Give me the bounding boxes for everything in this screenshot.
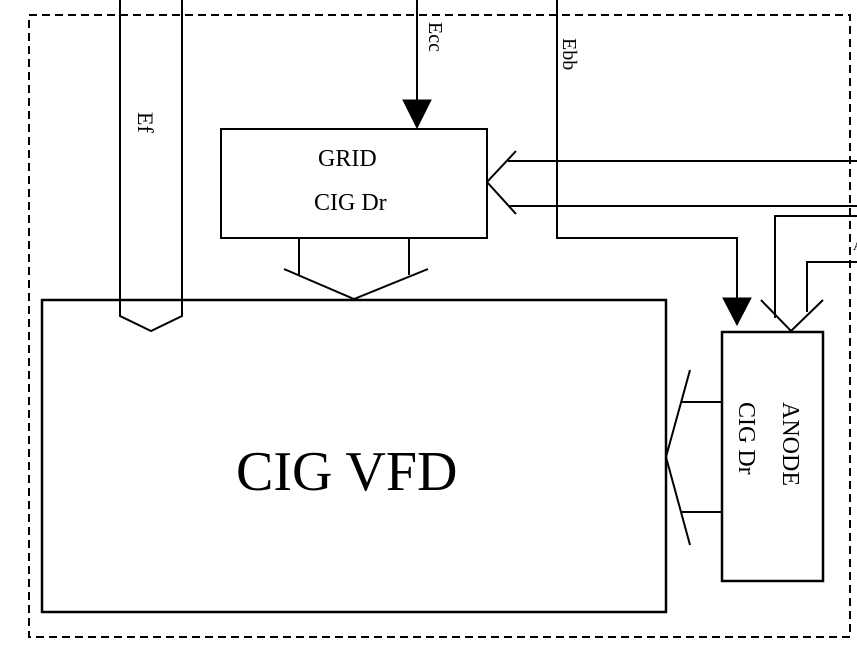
grid-supply-label: Ecc <box>424 22 446 52</box>
module-boundary <box>28 14 851 638</box>
anode-supply-arrowhead <box>722 297 752 327</box>
anode-driver-block <box>720 330 825 583</box>
anode-supply-line <box>556 0 738 300</box>
grid-driver-label-line2: CIG Dr <box>314 190 387 216</box>
grid-output-bus-arrow <box>283 238 429 301</box>
grid-driver-block <box>220 128 488 239</box>
anode-output-bus-arrow <box>664 369 722 546</box>
anode-supply-label: Ebb <box>558 38 580 70</box>
anode-driver-label-line1: ANODE <box>777 402 803 486</box>
grid-control-bus-arrow <box>485 150 857 215</box>
vfd-display-label: CIG VFD <box>236 441 457 503</box>
grid-supply-arrowhead <box>402 99 432 130</box>
anode-driver-label-line2: CIG Dr <box>733 402 759 475</box>
filament-label: Ef <box>133 112 158 133</box>
cut-off-label: A <box>853 239 857 254</box>
anode-control-bus-arrow <box>760 215 857 333</box>
filament-bus-arrow <box>119 0 183 333</box>
grid-driver-label-line1: GRID <box>318 146 377 172</box>
